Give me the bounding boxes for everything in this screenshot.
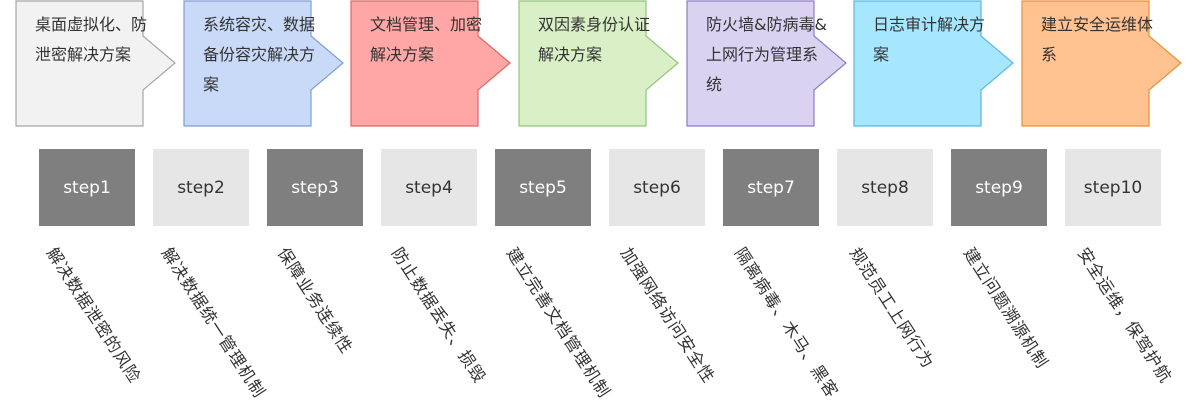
stage-arrow-shape	[183, 0, 344, 127]
step-description: 隔离病毒、木马、黑客	[731, 242, 842, 417]
step-box: step6	[609, 149, 705, 226]
step-description-text: 安全运维，保驾护航	[1073, 244, 1176, 387]
step-box: step10	[1065, 149, 1161, 226]
step-description: 解决数据统一管理机制	[158, 242, 269, 417]
step-description-text: 解决数据统一管理机制	[157, 244, 269, 402]
stage-arrow-shape	[518, 0, 679, 127]
step-description-text: 加强网络访问安全性	[616, 244, 719, 387]
stage-arrow-polygon	[686, 0, 847, 127]
solution-stage: 双因素身份认证解决方案	[518, 0, 693, 130]
stage-label: 双因素身份认证解决方案	[538, 15, 651, 64]
step-description-text: 规范员工上网行为	[845, 244, 938, 372]
step-description: 保障业务连续性	[274, 242, 357, 417]
step-description-text: 解决数据泄密的风险	[42, 244, 145, 387]
stage-label: 建立安全运维体系	[1041, 15, 1154, 64]
solution-stage: 桌面虚拟化、防泄密解决方案	[15, 0, 190, 130]
stage-arrow-shape	[1021, 0, 1182, 127]
step-description-text: 保障业务连续性	[273, 244, 357, 358]
step-box: step7	[723, 149, 819, 226]
step-description-text: 建立问题溯源机制	[959, 244, 1052, 372]
stage-label: 文档管理、加密解决方案	[370, 15, 483, 64]
step-description: 加强网络访问安全性	[617, 242, 719, 417]
step-description: 建立问题溯源机制	[960, 242, 1052, 417]
step-box: step2	[153, 149, 249, 226]
stage-arrow-polygon	[518, 0, 679, 127]
step-description: 建立完善文档管理机制	[503, 242, 614, 417]
stage-label: 日志审计解决方案	[873, 15, 986, 64]
stage-arrow-shape	[686, 0, 847, 127]
step-box: step4	[381, 149, 477, 226]
stage-arrow-polygon	[1021, 0, 1182, 127]
stage-arrow-polygon	[350, 0, 511, 127]
step-description: 安全运维，保驾护航	[1074, 242, 1176, 417]
stage-arrow-polygon	[853, 0, 1014, 127]
stage-arrow-polygon	[15, 0, 176, 127]
step-box: step3	[267, 149, 363, 226]
solution-stage: 系统容灾、数据备份容灾解决方案	[183, 0, 358, 130]
step-box: step5	[495, 149, 591, 226]
stage-label: 桌面虚拟化、防泄密解决方案	[35, 15, 148, 64]
solution-stage: 日志审计解决方案	[853, 0, 1028, 130]
stage-arrow-shape	[350, 0, 511, 127]
step-box: step8	[837, 149, 933, 226]
step-description: 防止数据丢失、损毁	[388, 242, 490, 417]
stage-label: 防火墙&防病毒&上网行为管理系统	[706, 15, 827, 94]
stage-arrow-polygon	[183, 0, 344, 127]
stage-arrow-shape	[15, 0, 176, 127]
stage-label: 系统容灾、数据备份容灾解决方案	[203, 15, 316, 94]
step-description: 规范员工上网行为	[846, 242, 938, 417]
solution-stage: 建立安全运维体系	[1021, 0, 1196, 130]
step-description-text: 防止数据丢失、损毁	[387, 244, 490, 387]
step-description-text: 隔离病毒、木马、黑客	[730, 244, 842, 402]
solution-stage: 文档管理、加密解决方案	[350, 0, 525, 130]
step-description-text: 建立完善文档管理机制	[502, 244, 614, 402]
step-description: 解决数据泄密的风险	[43, 242, 145, 417]
solution-stage: 防火墙&防病毒&上网行为管理系统	[686, 0, 861, 130]
stage-arrow-shape	[853, 0, 1014, 127]
step-box: step1	[39, 149, 135, 226]
step-box: step9	[951, 149, 1047, 226]
